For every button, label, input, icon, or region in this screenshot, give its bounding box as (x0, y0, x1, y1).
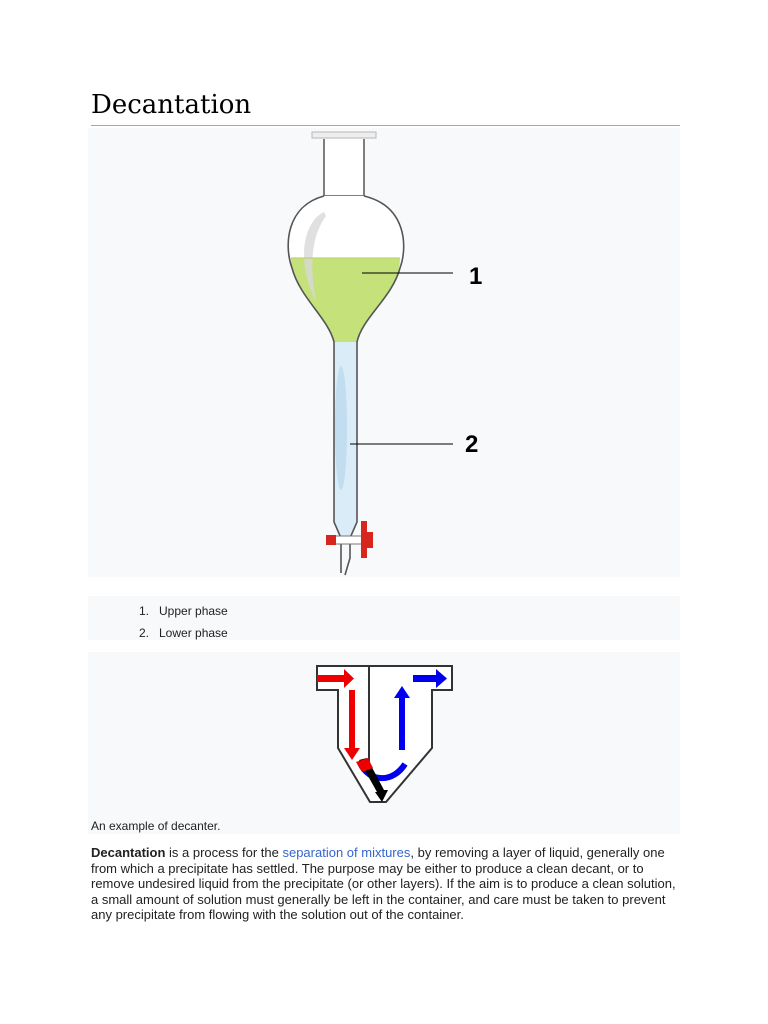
decanter-figure: An example of decanter. (88, 652, 680, 834)
downflow-arrow (349, 690, 355, 750)
upflow-arrow (399, 694, 405, 750)
article-term: Decantation (91, 845, 166, 860)
separatory-funnel-diagram: 1 2 (287, 131, 482, 576)
decanter-vessel (316, 665, 453, 803)
stopcock-nut (326, 535, 336, 545)
label-1: 1 (469, 263, 482, 290)
glass-highlight (335, 366, 347, 490)
bulb-air-space (288, 196, 406, 262)
page-title: Decantation (91, 90, 252, 120)
separation-of-mixtures-link[interactable]: separation of mixtures (282, 845, 411, 860)
upper-phase-liquid (291, 258, 400, 342)
funnel-outline-left (287, 195, 342, 573)
stopper-cap (311, 131, 377, 139)
legend-lower-phase: Lower phase (159, 626, 228, 640)
figure-caption: An example of decanter. (91, 819, 221, 833)
stopcock-handle (361, 521, 373, 558)
title-divider (91, 125, 680, 126)
decanter-diagram (316, 665, 453, 803)
separatory-funnel-figure: 1 2 (88, 128, 680, 577)
inlet-arrow (317, 675, 345, 682)
label-2: 2 (465, 431, 478, 458)
bulb-reflection (304, 212, 326, 302)
funnel-outline-right (344, 195, 405, 576)
outlet-arrow (413, 675, 437, 682)
funnel-neck (323, 139, 365, 197)
funnel-legend: 1. Upper phase 2. Lower phase (88, 596, 680, 640)
article-paragraph: Decantation is a process for the separat… (91, 845, 676, 923)
legend-upper-phase: Upper phase (159, 604, 228, 618)
